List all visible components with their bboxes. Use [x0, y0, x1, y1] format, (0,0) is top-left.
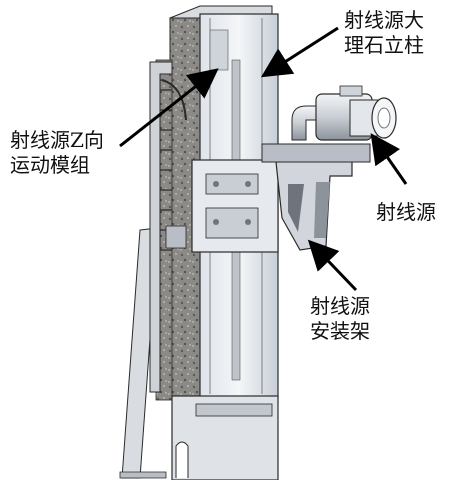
- label-z-module: 射线源Z向 运动模组: [10, 128, 104, 178]
- label-xray-source-line1: 射线源: [376, 200, 436, 224]
- label-z-module-line2: 运动模组: [10, 153, 90, 177]
- label-granite-column-line2: 理石立柱: [344, 33, 424, 57]
- arrow-z-module: [119, 68, 219, 148]
- source-mount-bracket: [261, 143, 371, 251]
- arrow-source-mount: [307, 239, 358, 292]
- column-base: [171, 395, 279, 480]
- label-source-mount: 射线源 安装架: [310, 294, 370, 344]
- z-slide-plate: [191, 159, 279, 253]
- label-source-mount-line1: 射线源: [310, 294, 370, 318]
- arrow-granite-column: [260, 26, 339, 78]
- label-granite-column-line1: 射线源大: [344, 8, 424, 32]
- label-granite-column: 射线源大 理石立柱: [344, 8, 424, 58]
- arrow-xray-source: [370, 133, 408, 185]
- label-xray-source: 射线源: [376, 200, 436, 225]
- xray-source: [291, 85, 397, 141]
- label-source-mount-line2: 安装架: [310, 319, 370, 343]
- label-z-module-line1: 射线源Z向: [10, 128, 104, 152]
